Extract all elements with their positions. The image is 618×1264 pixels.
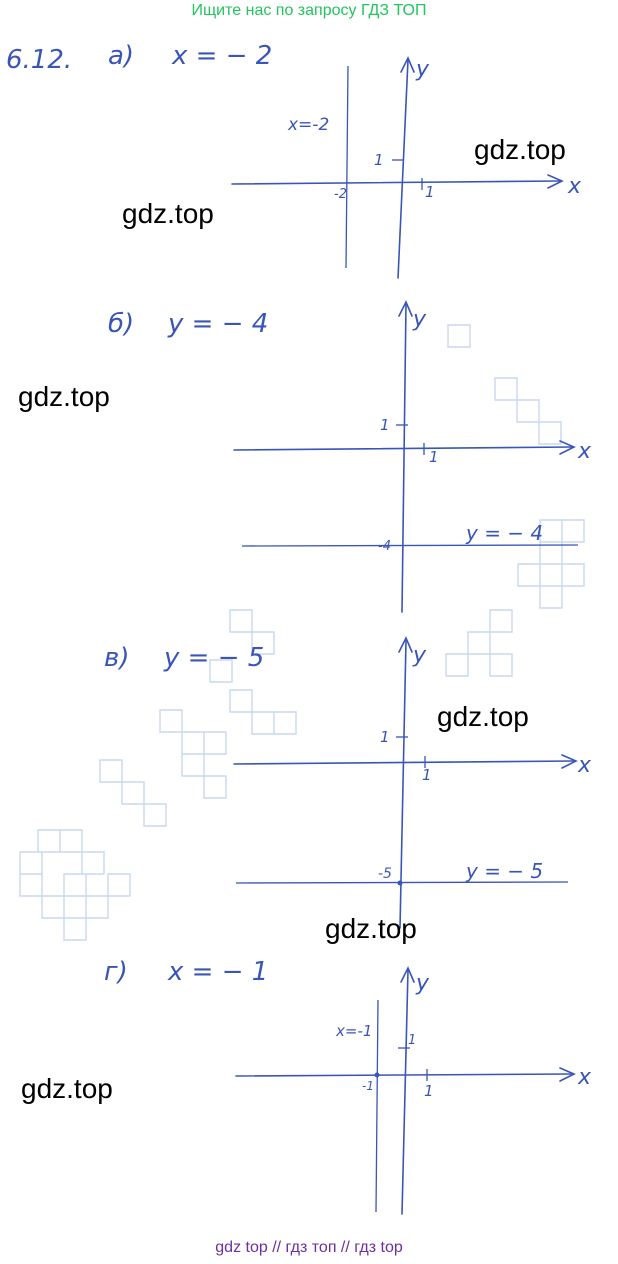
part-v-equation: y = − 5 [163,643,264,673]
watermark: gdz.top [122,198,214,229]
part-b-equation: y = − 4 [167,309,268,339]
part-g-line-label: x=-1 [335,1022,372,1040]
part-b-line-label: y = − 4 [465,521,543,545]
part-a-neg-tick: -2 [334,187,347,202]
part-a-x-axis [231,180,561,185]
watermark: gdz.top [18,381,110,412]
part-g-x-label: x [577,1065,592,1090]
part-a-x-label: x [567,174,582,199]
footer-links[interactable]: gdz top // гдз топ // гдз top [215,1239,403,1256]
background-grid-decoration [19,324,585,941]
part-b-label: б) [108,309,134,339]
part-a-y-axis [397,59,409,279]
part-g-tick-x-label: 1 [424,1082,434,1100]
part-b-x-arrow [559,440,576,455]
part-v-label: в) [104,643,129,673]
part-a-y-label: y [415,57,430,82]
part-b-x-axis [233,446,573,451]
part-a-equation: x = − 2 [171,41,272,71]
part-g-y-axis [401,969,409,1215]
part-g-line [375,999,379,1213]
watermark: gdz.top [325,913,417,944]
part-v-x-label: x [577,753,592,778]
watermark: gdz.top [474,134,566,165]
part-g-neg-tick: -1 [362,1079,374,1093]
part-b-line [241,544,579,547]
part-a-label: а) [108,41,134,71]
part-v-line-label: y = − 5 [465,859,543,883]
part-g-y-arrow [400,966,415,983]
part-a: а) x = − 2 x y 1 1 -2 x=-2 [108,41,582,279]
part-b: б) y = − 4 x y 1 1 -4 y = − 4 [108,300,592,613]
part-g-tick-y-label: 1 [408,1033,416,1048]
part-g-x-arrow [559,1067,576,1082]
part-v-y-axis [399,639,407,929]
part-a-tick-x-label: 1 [425,183,435,201]
part-a-line-label: x=-2 [287,115,329,135]
part-a-y-arrow [400,56,415,73]
search-banner[interactable]: Ищите нас по запросу ГДЗ ТОП [191,2,427,19]
part-b-neg-tick: -4 [378,539,391,554]
part-b-tick-x-label: 1 [429,448,439,466]
part-b-y-axis [401,303,407,613]
part-g-label: г) [104,957,128,987]
part-v-neg-tick: -5 [378,866,392,882]
part-v-x-arrow [561,754,578,769]
part-g-point [374,1072,380,1078]
watermark: gdz.top [21,1073,113,1104]
part-b-tick-y-label: 1 [380,416,390,434]
part-b-y-arrow [398,300,413,317]
part-v-y-arrow [398,636,413,653]
part-a-x-arrow [547,174,564,189]
part-v-point [397,880,403,886]
part-a-line [345,65,349,269]
problem-number: 6.12. [6,45,72,75]
part-g: г) x = − 1 x y 1 1 -1 x=-1 [104,957,592,1215]
part-g-equation: x = − 1 [167,957,268,987]
part-v-y-label: y [412,643,427,668]
watermark: gdz.top [437,701,529,732]
part-v: в) y = − 5 x y 1 1 -5 y = − 5 [104,636,592,929]
part-b-y-label: y [412,307,427,332]
part-a-tick-y-label: 1 [374,151,384,169]
part-v-tick-y-label: 1 [380,728,390,746]
part-b-x-label: x [577,439,592,464]
part-g-x-axis [235,1073,573,1077]
part-g-y-label: y [415,971,430,996]
part-v-tick-x-label: 1 [422,766,432,784]
